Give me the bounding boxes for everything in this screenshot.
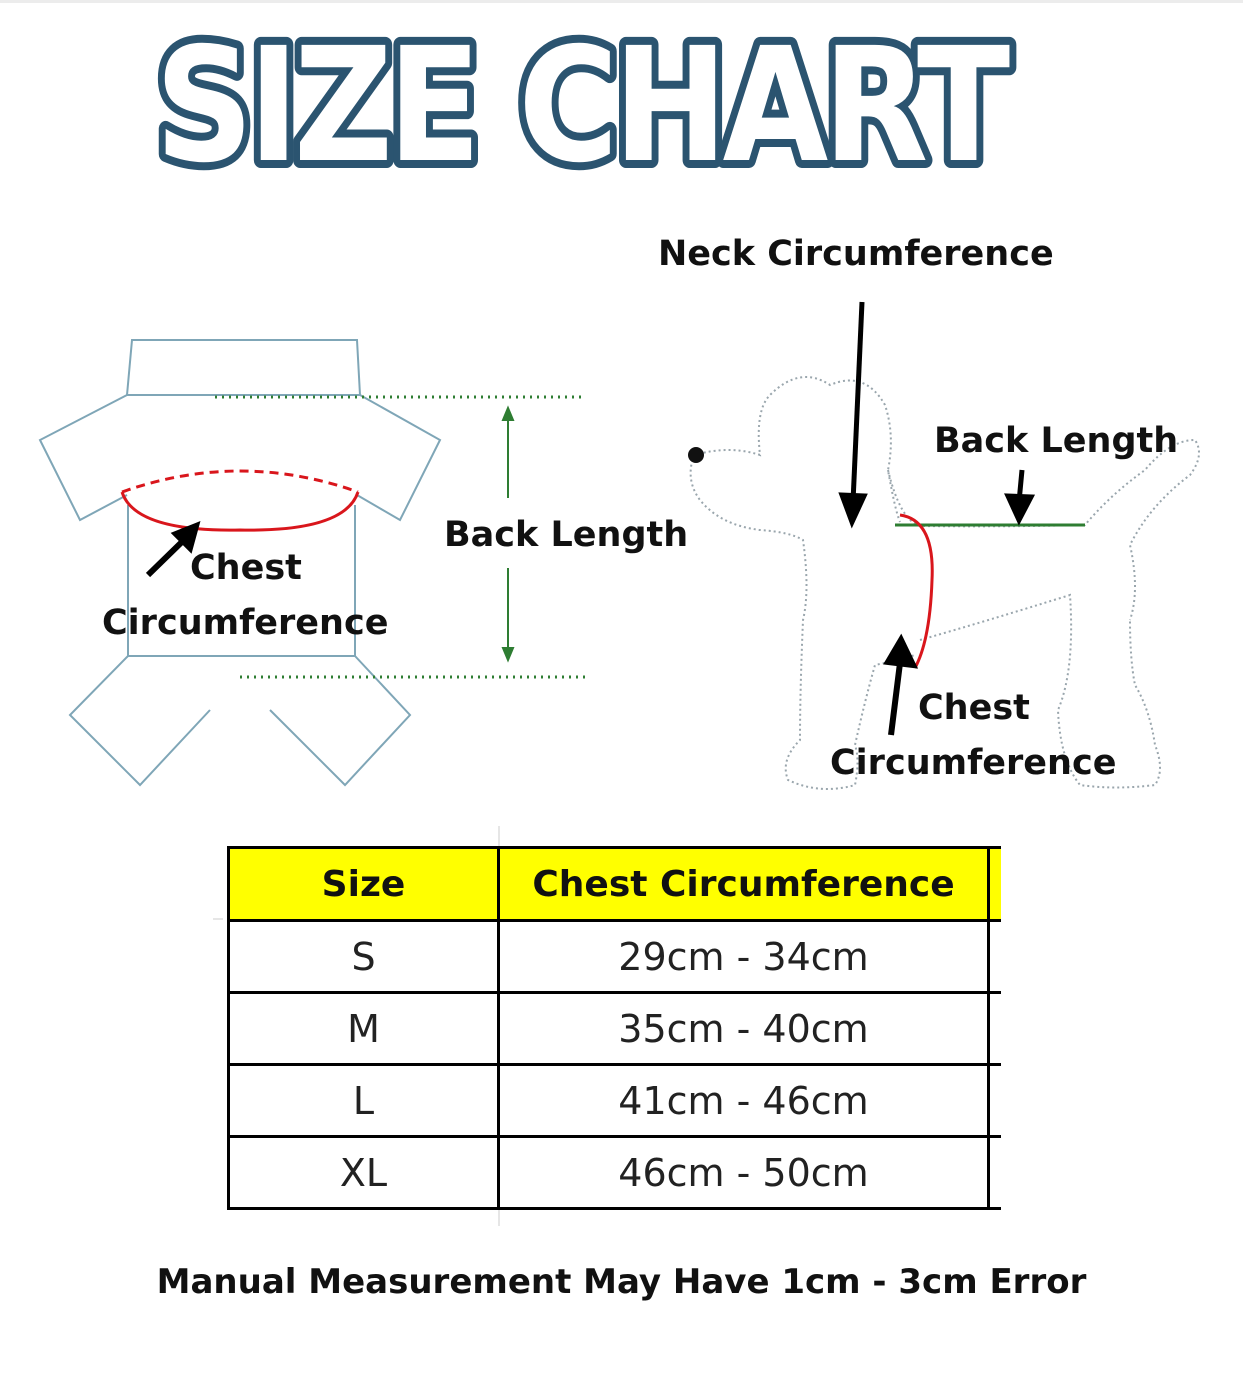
top-rule [0, 0, 1243, 3]
garment-chest-pointer [145, 520, 201, 578]
garment-back-length-label: Back Length [444, 515, 689, 555]
cut-cell [987, 919, 1001, 994]
table-row: L 41cm - 46cm [227, 1063, 1001, 1138]
garment-outline [38, 339, 442, 787]
cut-cell [987, 991, 1001, 1066]
cut-cell [987, 1063, 1001, 1138]
cut-cell [987, 1135, 1001, 1210]
garment-chest-measure [120, 469, 360, 532]
title-banner: SIZE CHART [0, 0, 1243, 206]
dog-neck-label: Neck Circumference [658, 234, 1054, 274]
size-cell: M [227, 991, 500, 1066]
garment-back-length-arrow [501, 405, 515, 663]
dog-head [693, 376, 901, 523]
dog-chest-measure [899, 513, 934, 669]
dog-chest [689, 454, 916, 790]
size-table-container: Size Chest Circumference S 29cm - 34cm M… [213, 826, 1002, 1226]
garment-diagram [38, 339, 585, 787]
grid-line [213, 918, 223, 920]
size-cell: L [227, 1063, 500, 1138]
dog-back-length-label: Back Length [934, 421, 1179, 461]
size-table: Size Chest Circumference S 29cm - 34cm M… [227, 846, 1001, 1210]
dog-back-and-tail [887, 438, 1200, 621]
dog-back-pointer [1004, 469, 1036, 526]
size-cell: XL [227, 1135, 500, 1210]
dog-neck-pointer [838, 301, 868, 529]
table-row: S 29cm - 34cm [227, 919, 1001, 994]
chest-cell: 35cm - 40cm [497, 991, 990, 1066]
garment-chest-label-line1: Chest [190, 548, 302, 588]
table-row: M 35cm - 40cm [227, 991, 1001, 1066]
header-size: Size [227, 846, 500, 922]
garment-left-sleeve [38, 394, 128, 522]
title-graphic: SIZE CHART [147, 6, 1024, 206]
garment-chest-label-line2: Circumference [102, 603, 389, 643]
dog-diagram [688, 301, 1200, 790]
garment-collar [125, 339, 362, 396]
garment-guides [215, 395, 585, 679]
garment-right-sleeve [356, 394, 442, 522]
table-row: XL 46cm - 50cm [227, 1135, 1001, 1210]
header-cut-cell [987, 846, 1001, 922]
header-chest-circumference: Chest Circumference [497, 846, 990, 922]
dog-chest-label-line2: Circumference [830, 743, 1117, 783]
dog-chest-label-line1: Chest [918, 688, 1030, 728]
size-cell: S [227, 919, 500, 994]
chest-cell: 41cm - 46cm [497, 1063, 990, 1138]
chest-cell: 46cm - 50cm [497, 1135, 990, 1210]
dog-chest-pointer [883, 633, 919, 736]
garment-left-leg [68, 655, 211, 787]
footer-note: Manual Measurement May Have 1cm - 3cm Er… [156, 1262, 1087, 1302]
garment-right-leg [269, 655, 412, 787]
dog-hind [919, 593, 1161, 789]
chest-cell: 29cm - 34cm [497, 919, 990, 994]
dog-nose [688, 447, 704, 463]
page-title: SIZE CHART [155, 14, 1010, 198]
table-header-row: Size Chest Circumference [227, 846, 1001, 922]
